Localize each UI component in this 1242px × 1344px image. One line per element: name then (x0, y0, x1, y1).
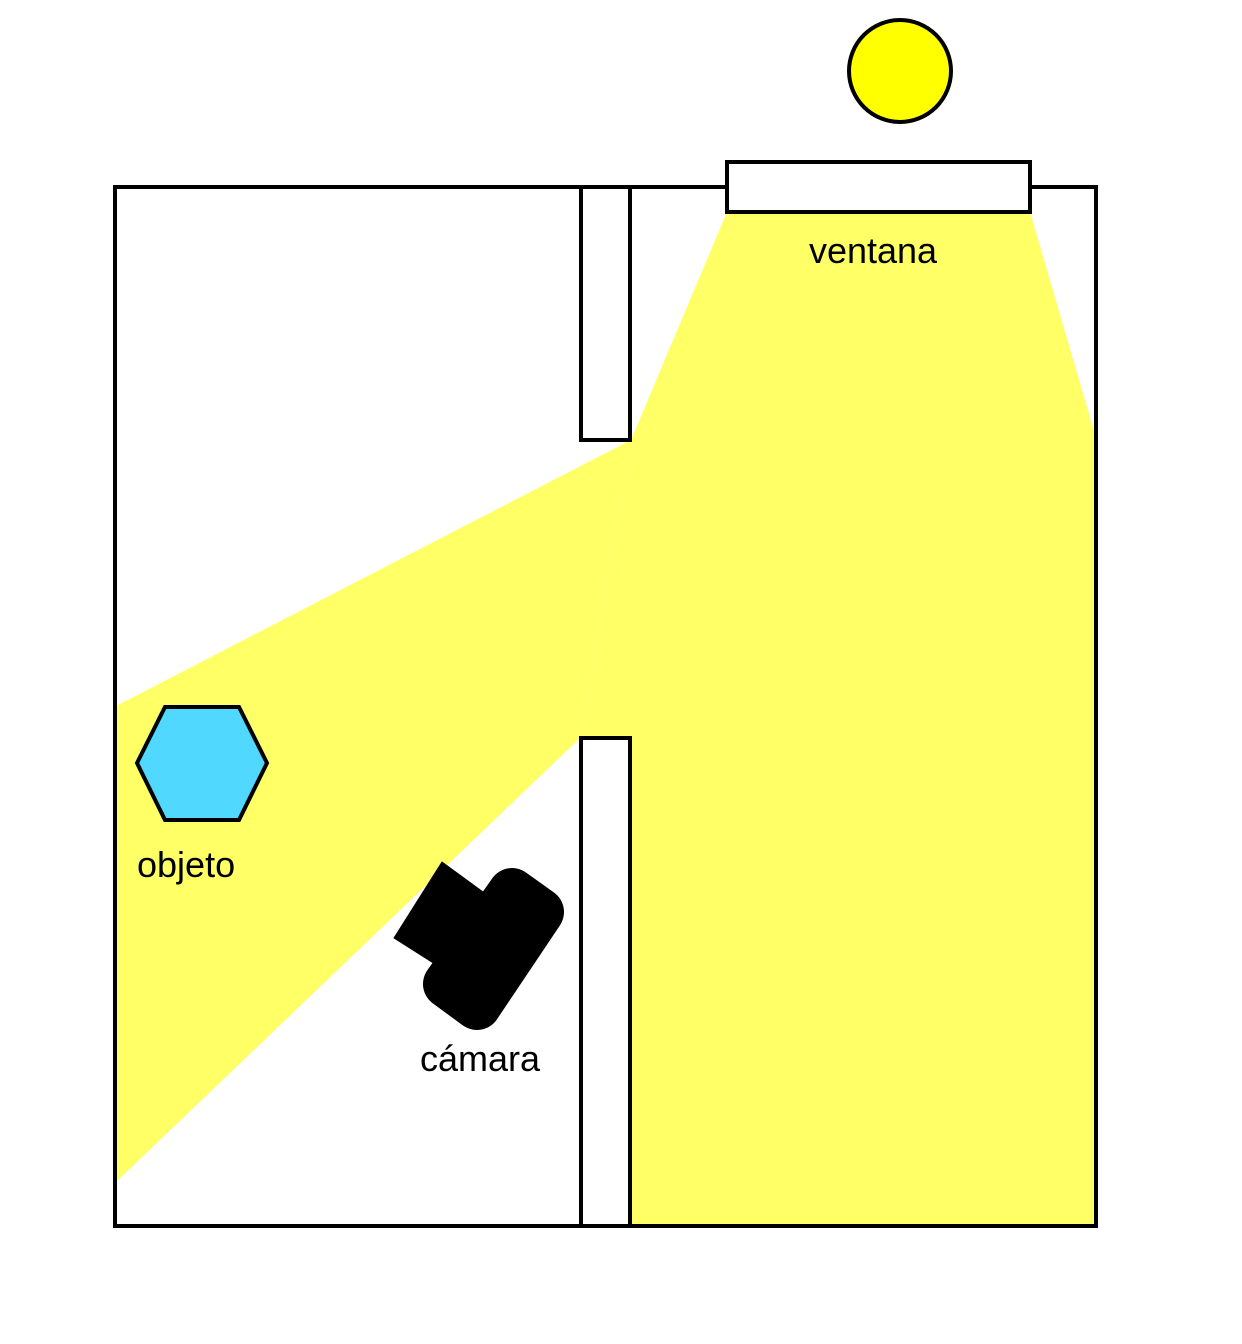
wall-lower (579, 736, 632, 1228)
wall-upper (579, 185, 632, 442)
sun-icon (847, 18, 953, 124)
light-beams (116, 212, 1096, 1226)
doorway-light-beam (116, 440, 631, 1182)
hexagon-icon (134, 705, 270, 822)
window-light-beam (580, 212, 1096, 1226)
camera-label: cámara (420, 1038, 541, 1079)
camera-icon (393, 861, 564, 1030)
window-label: ventana (809, 230, 938, 271)
window (725, 160, 1032, 214)
object-label: objeto (137, 844, 235, 885)
